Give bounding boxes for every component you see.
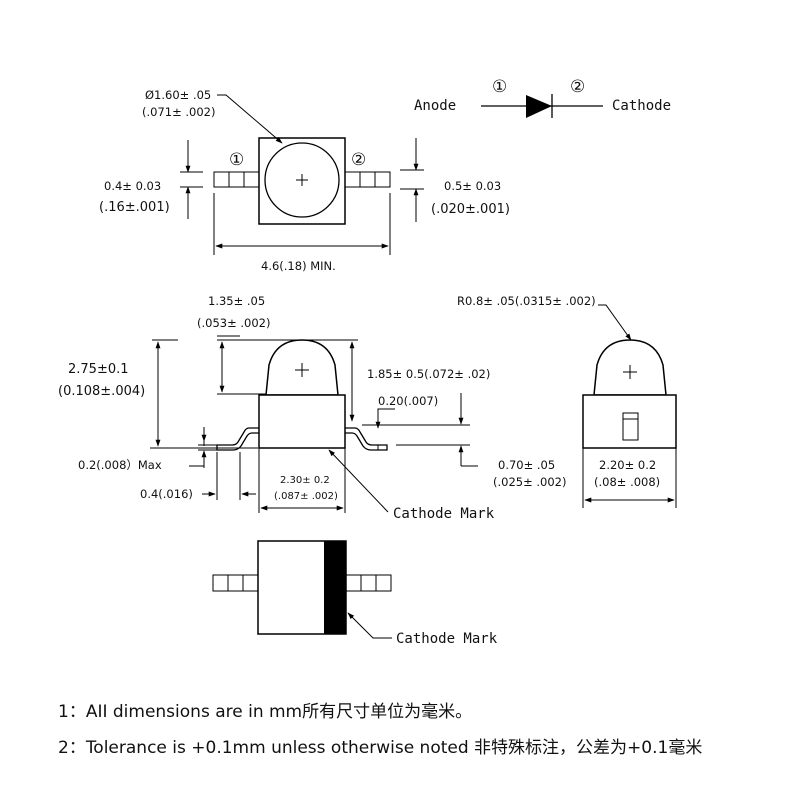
body-width-label: 2.30± 0.2 xyxy=(280,475,330,486)
overall-length-label: 4.6(.18) MIN. xyxy=(261,259,336,273)
lead-thickness-label: 0.20(.007) xyxy=(378,394,438,408)
cathode-label: Cathode xyxy=(612,98,671,114)
end-view-lead-window xyxy=(622,412,639,441)
cathode-mark-band xyxy=(324,541,346,634)
bottom-view: Cathode Mark xyxy=(212,540,498,647)
bottom-cathode-mark-leader xyxy=(347,612,392,639)
end-view-body xyxy=(582,394,677,449)
diode-triangle-icon xyxy=(526,95,552,118)
dome-radius-label: R0.8± .05(.0315± .002) xyxy=(457,294,596,308)
right-lead-extension-lines xyxy=(400,169,424,190)
side-center-cross-icon xyxy=(295,363,309,377)
lead-offset-label: 0.70± .05 xyxy=(498,458,555,472)
overall-length-extension-lines xyxy=(213,193,391,255)
lead-offset-extension-lines xyxy=(375,424,470,446)
dome-radius-leader xyxy=(598,304,632,341)
lead-offset-inch-label: (.025± .002) xyxy=(493,475,566,489)
lead-offset-arrow-bottom-leader xyxy=(460,446,478,467)
note-units: 1：AII dimensions are in mm所有尺寸单位为毫米。 xyxy=(58,702,473,722)
body-width-inch-label: (.087± .002) xyxy=(274,491,338,502)
end-width-label: 2.20± 0.2 xyxy=(599,458,656,472)
total-height-inch-label: (0.108±.004) xyxy=(58,384,145,399)
body-width-extension-lines xyxy=(258,448,346,513)
top-view-lead-right xyxy=(344,171,391,188)
lens-diameter-label: Ø1.60± .05 xyxy=(145,88,211,102)
standoff-label: 0.2(.008）Max xyxy=(78,458,162,472)
end-width-inch-label: (.08± .008) xyxy=(594,475,660,489)
bottom-view-lead-right xyxy=(345,574,392,592)
diode-symbol: Anode Cathode ① ② xyxy=(414,77,671,118)
end-center-cross-icon xyxy=(623,365,637,379)
side-cathode-mark-leader xyxy=(328,449,389,513)
dome-width-extension-lines xyxy=(217,335,300,395)
side-view-lead-left xyxy=(216,427,259,451)
lead-length-label: 0.4(.016) xyxy=(140,487,193,501)
note-tolerance: 2：Tolerance is +0.1mm unless otherwise n… xyxy=(58,738,703,758)
end-width-extension-lines xyxy=(582,448,677,508)
top-view-lead-left xyxy=(213,171,260,188)
total-height-extension-lines xyxy=(150,339,258,449)
pin2-marker: ② xyxy=(351,150,366,170)
lens-diameter-inch-label: (.071± .002) xyxy=(142,105,215,119)
lens-diameter-leader xyxy=(217,94,283,144)
lead-thickness-leader xyxy=(375,408,395,429)
dome-width-inch-label: (.053± .002) xyxy=(197,316,270,330)
symbol-pin1-marker: ① xyxy=(492,77,507,97)
total-height-label: 2.75±0.1 xyxy=(68,362,129,377)
side-view: 2.75±0.1 (0.108±.004) 1.35± .05 (.053± .… xyxy=(58,294,566,522)
right-lead-width-label: 0.5± 0.03 xyxy=(444,179,501,193)
bottom-cathode-mark-label: Cathode Mark xyxy=(396,631,498,647)
pin1-marker: ① xyxy=(229,150,244,170)
symbol-pin2-marker: ② xyxy=(570,77,585,97)
anode-label: Anode xyxy=(414,98,456,114)
side-view-lead-right xyxy=(345,427,388,451)
standoff-extension-lines xyxy=(198,444,217,451)
left-lead-width-inch-label: (.16±.001) xyxy=(99,200,170,215)
center-cross-icon xyxy=(296,174,308,186)
top-view-lens xyxy=(264,142,340,218)
end-view: R0.8± .05(.0315± .002) 2.20± 0.2 (.08± .… xyxy=(457,294,677,508)
top-view: ① ② Ø1.60± .05 (.071± .002) 0.4± 0.03 (.… xyxy=(99,88,510,273)
side-view-body xyxy=(258,394,346,449)
bottom-view-lead-left xyxy=(212,574,259,592)
left-lead-width-label: 0.4± 0.03 xyxy=(104,179,161,193)
dome-height-label: 1.85± 0.5(.072± .02) xyxy=(367,367,490,381)
side-cathode-mark-label: Cathode Mark xyxy=(393,506,495,522)
right-lead-width-inch-label: (.020±.001) xyxy=(431,202,510,217)
lead-length-extension-lines xyxy=(216,452,241,500)
left-lead-extension-lines xyxy=(180,171,203,188)
dome-width-label: 1.35± .05 xyxy=(208,294,265,308)
